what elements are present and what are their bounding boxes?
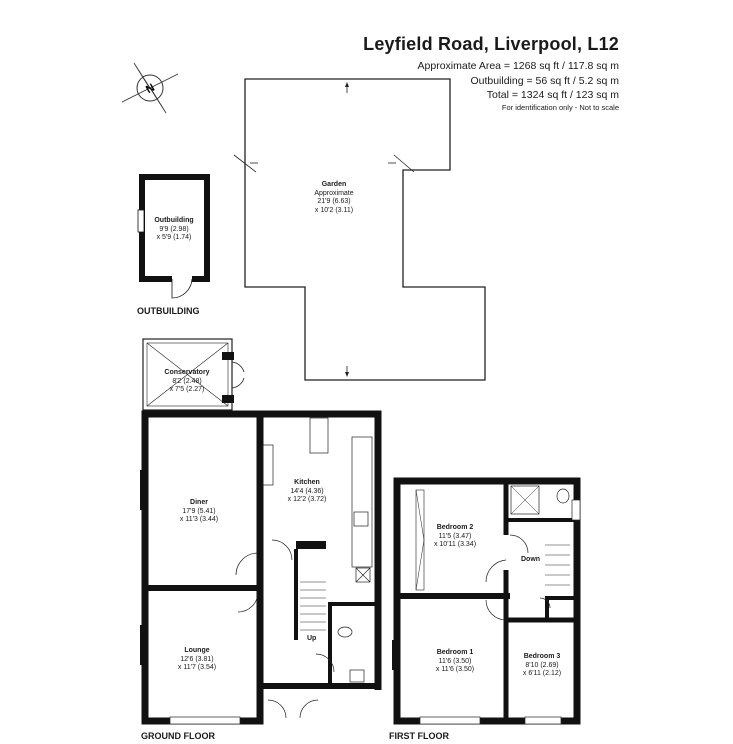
room-dim: 8'2 (2.48) [172, 377, 202, 385]
room-name: Bedroom 2 [436, 524, 474, 531]
outbuilding-floor-label: OUTBUILDING [137, 306, 200, 316]
room-name: Lounge [184, 647, 210, 654]
room-dim: x 11'7 (3.54) [177, 664, 217, 671]
room-bedroom-1: Bedroom 1 11'6 (3.50) x 11'6 (3.50) [436, 649, 474, 675]
garden-outline [233, 78, 486, 381]
room-dim: 12'6 (3.81) [180, 655, 214, 663]
room-name: Bedroom 3 [523, 653, 561, 660]
room-dim: x 10'11 (3.34) [433, 541, 477, 548]
approx-area: Approximate Area = 1268 sq ft / 117.8 sq… [417, 60, 619, 72]
room-dim: x 5'9 (1.74) [156, 234, 192, 241]
room-dim: x 6'11 (2.12) [522, 670, 562, 677]
room-note: Approximate [314, 189, 354, 197]
room-dim: x 11'3 (3.44) [179, 516, 219, 523]
room-name: Outbuilding [154, 217, 194, 224]
room-name: Bedroom 1 [436, 649, 474, 656]
room-dim: 17'9 (5.41) [182, 507, 216, 515]
outbuilding-area: Outbuilding = 56 sq ft / 5.2 sq m [470, 75, 619, 87]
first-floor-label: FIRST FLOOR [389, 731, 449, 741]
room-bedroom-2: Bedroom 2 11'5 (3.47) x 10'11 (3.34) [434, 524, 476, 550]
ground-floor-outline [140, 410, 382, 725]
room-dim: 8'10 (2.69) [525, 661, 559, 669]
room-dim: 11'5 (3.47) [438, 532, 472, 540]
room-dim: 21'9 (6.63) [317, 198, 351, 205]
room-dim: 9'9 (2.98) [159, 225, 189, 233]
first-floor-outline [392, 477, 581, 725]
svg-text:N: N [144, 82, 157, 96]
stairs-down-label: Down [521, 556, 541, 563]
disclaimer: For identification only - Not to scale [501, 103, 619, 112]
room-dim: x 12'2 (3.72) [287, 496, 327, 503]
stairs-up-label: Up [307, 635, 317, 642]
room-dim: x 10'2 (3.11) [314, 206, 354, 214]
room-diner: Diner 17'9 (5.41) x 11'3 (3.44) [180, 499, 218, 525]
conservatory-outline [142, 338, 245, 411]
room-dim: x 7'5 (2.27) [169, 386, 205, 393]
property-title: Leyfield Road, Liverpool, L12 [363, 34, 619, 54]
total-area: Total = 1324 sq ft / 123 sq m [486, 89, 619, 101]
room-name: Conservatory [164, 369, 210, 376]
room-bedroom-3: Bedroom 3 8'10 (2.69) x 6'11 (2.12) [523, 653, 561, 679]
room-dim: x 11'6 (3.50) [435, 666, 475, 673]
room-outbuilding: Outbuilding 9'9 (2.98) x 5'9 (1.74) [154, 217, 193, 243]
ground-floor-label: GROUND FLOOR [141, 731, 215, 741]
room-garden: Garden Approximate 21'9 (6.63) x 10'2 (3… [314, 181, 353, 215]
room-kitchen: Kitchen 14'4 (4.36) x 12'2 (3.72) [288, 479, 327, 505]
room-name: Diner [190, 499, 208, 506]
room-name: Garden [321, 181, 347, 188]
room-lounge: Lounge 12'6 (3.81) x 11'7 (3.54) [178, 647, 216, 673]
room-dim: 11'6 (3.50) [438, 657, 472, 665]
room-conservatory: Conservatory 8'2 (2.48) x 7'5 (2.27) [164, 369, 209, 395]
room-name: Kitchen [294, 479, 320, 486]
outbuilding-outline [137, 174, 210, 299]
compass-icon: N [121, 62, 179, 114]
room-dim: 14'4 (4.36) [290, 487, 324, 495]
